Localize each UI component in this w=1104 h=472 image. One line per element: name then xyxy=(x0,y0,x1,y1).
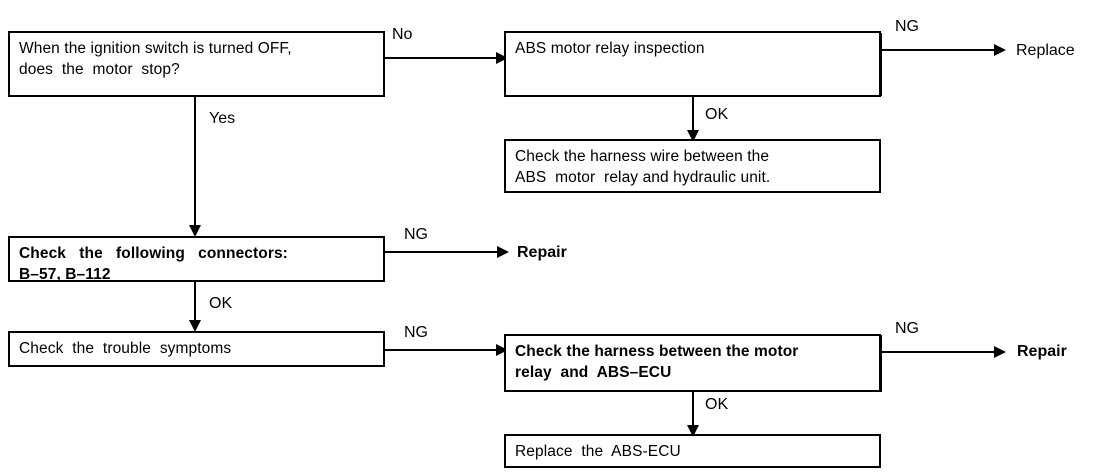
edge-label-ng-bottom-right: NG xyxy=(895,320,919,337)
edge-label-ng-top-right: NG xyxy=(895,18,919,35)
node-text-line: Check the following connectors: xyxy=(19,245,288,262)
node-ignition-check[interactable]: When the ignition switch is turned OFF, … xyxy=(8,31,385,97)
node-text-line: Replace the ABS-ECU xyxy=(515,443,681,460)
node-text-line: When the ignition switch is turned OFF, xyxy=(19,40,292,57)
edge-label-no: No xyxy=(392,26,413,43)
node-check-connectors[interactable]: Check the following connectors: B–57, B–… xyxy=(8,236,385,283)
node-text-line: relay and ABS–ECU xyxy=(515,364,672,381)
terminal-replace-top-right: Replace xyxy=(1016,42,1075,59)
terminal-repair-middle: Repair xyxy=(517,244,567,261)
edge-label-ok-right-bottom: OK xyxy=(705,396,729,413)
node-text-line: Check the harness between the motor xyxy=(515,343,799,360)
edge-label-ng-connectors: NG xyxy=(404,226,428,243)
node-text-line: does the motor stop? xyxy=(19,61,180,78)
edge-label-ok-connectors: OK xyxy=(209,295,233,312)
node-text-line: ABS motor relay and hydraulic unit. xyxy=(515,169,771,186)
terminal-repair-bottom-right: Repair xyxy=(1017,343,1067,360)
edge-label-ng-symptoms: NG xyxy=(404,324,428,341)
node-text-line: ABS motor relay inspection xyxy=(515,40,705,57)
node-check-trouble-symptoms[interactable]: Check the trouble symptoms xyxy=(8,331,385,367)
node-check-harness-wire[interactable]: Check the harness wire between the ABS m… xyxy=(504,139,881,193)
edge-label-ok-right-top: OK xyxy=(705,106,729,123)
node-abs-motor-relay-inspection[interactable]: ABS motor relay inspection xyxy=(504,31,881,97)
node-replace-abs-ecu[interactable]: Replace the ABS-ECU xyxy=(504,434,881,468)
edge-label-yes: Yes xyxy=(209,110,236,127)
node-check-harness-motor-relay-ecu[interactable]: Check the harness between the motor rela… xyxy=(504,334,881,392)
node-text-line: Check the trouble symptoms xyxy=(19,340,232,357)
node-text-line: B–57, B–112 xyxy=(19,266,111,283)
node-text-line: Check the harness wire between the xyxy=(515,148,770,165)
